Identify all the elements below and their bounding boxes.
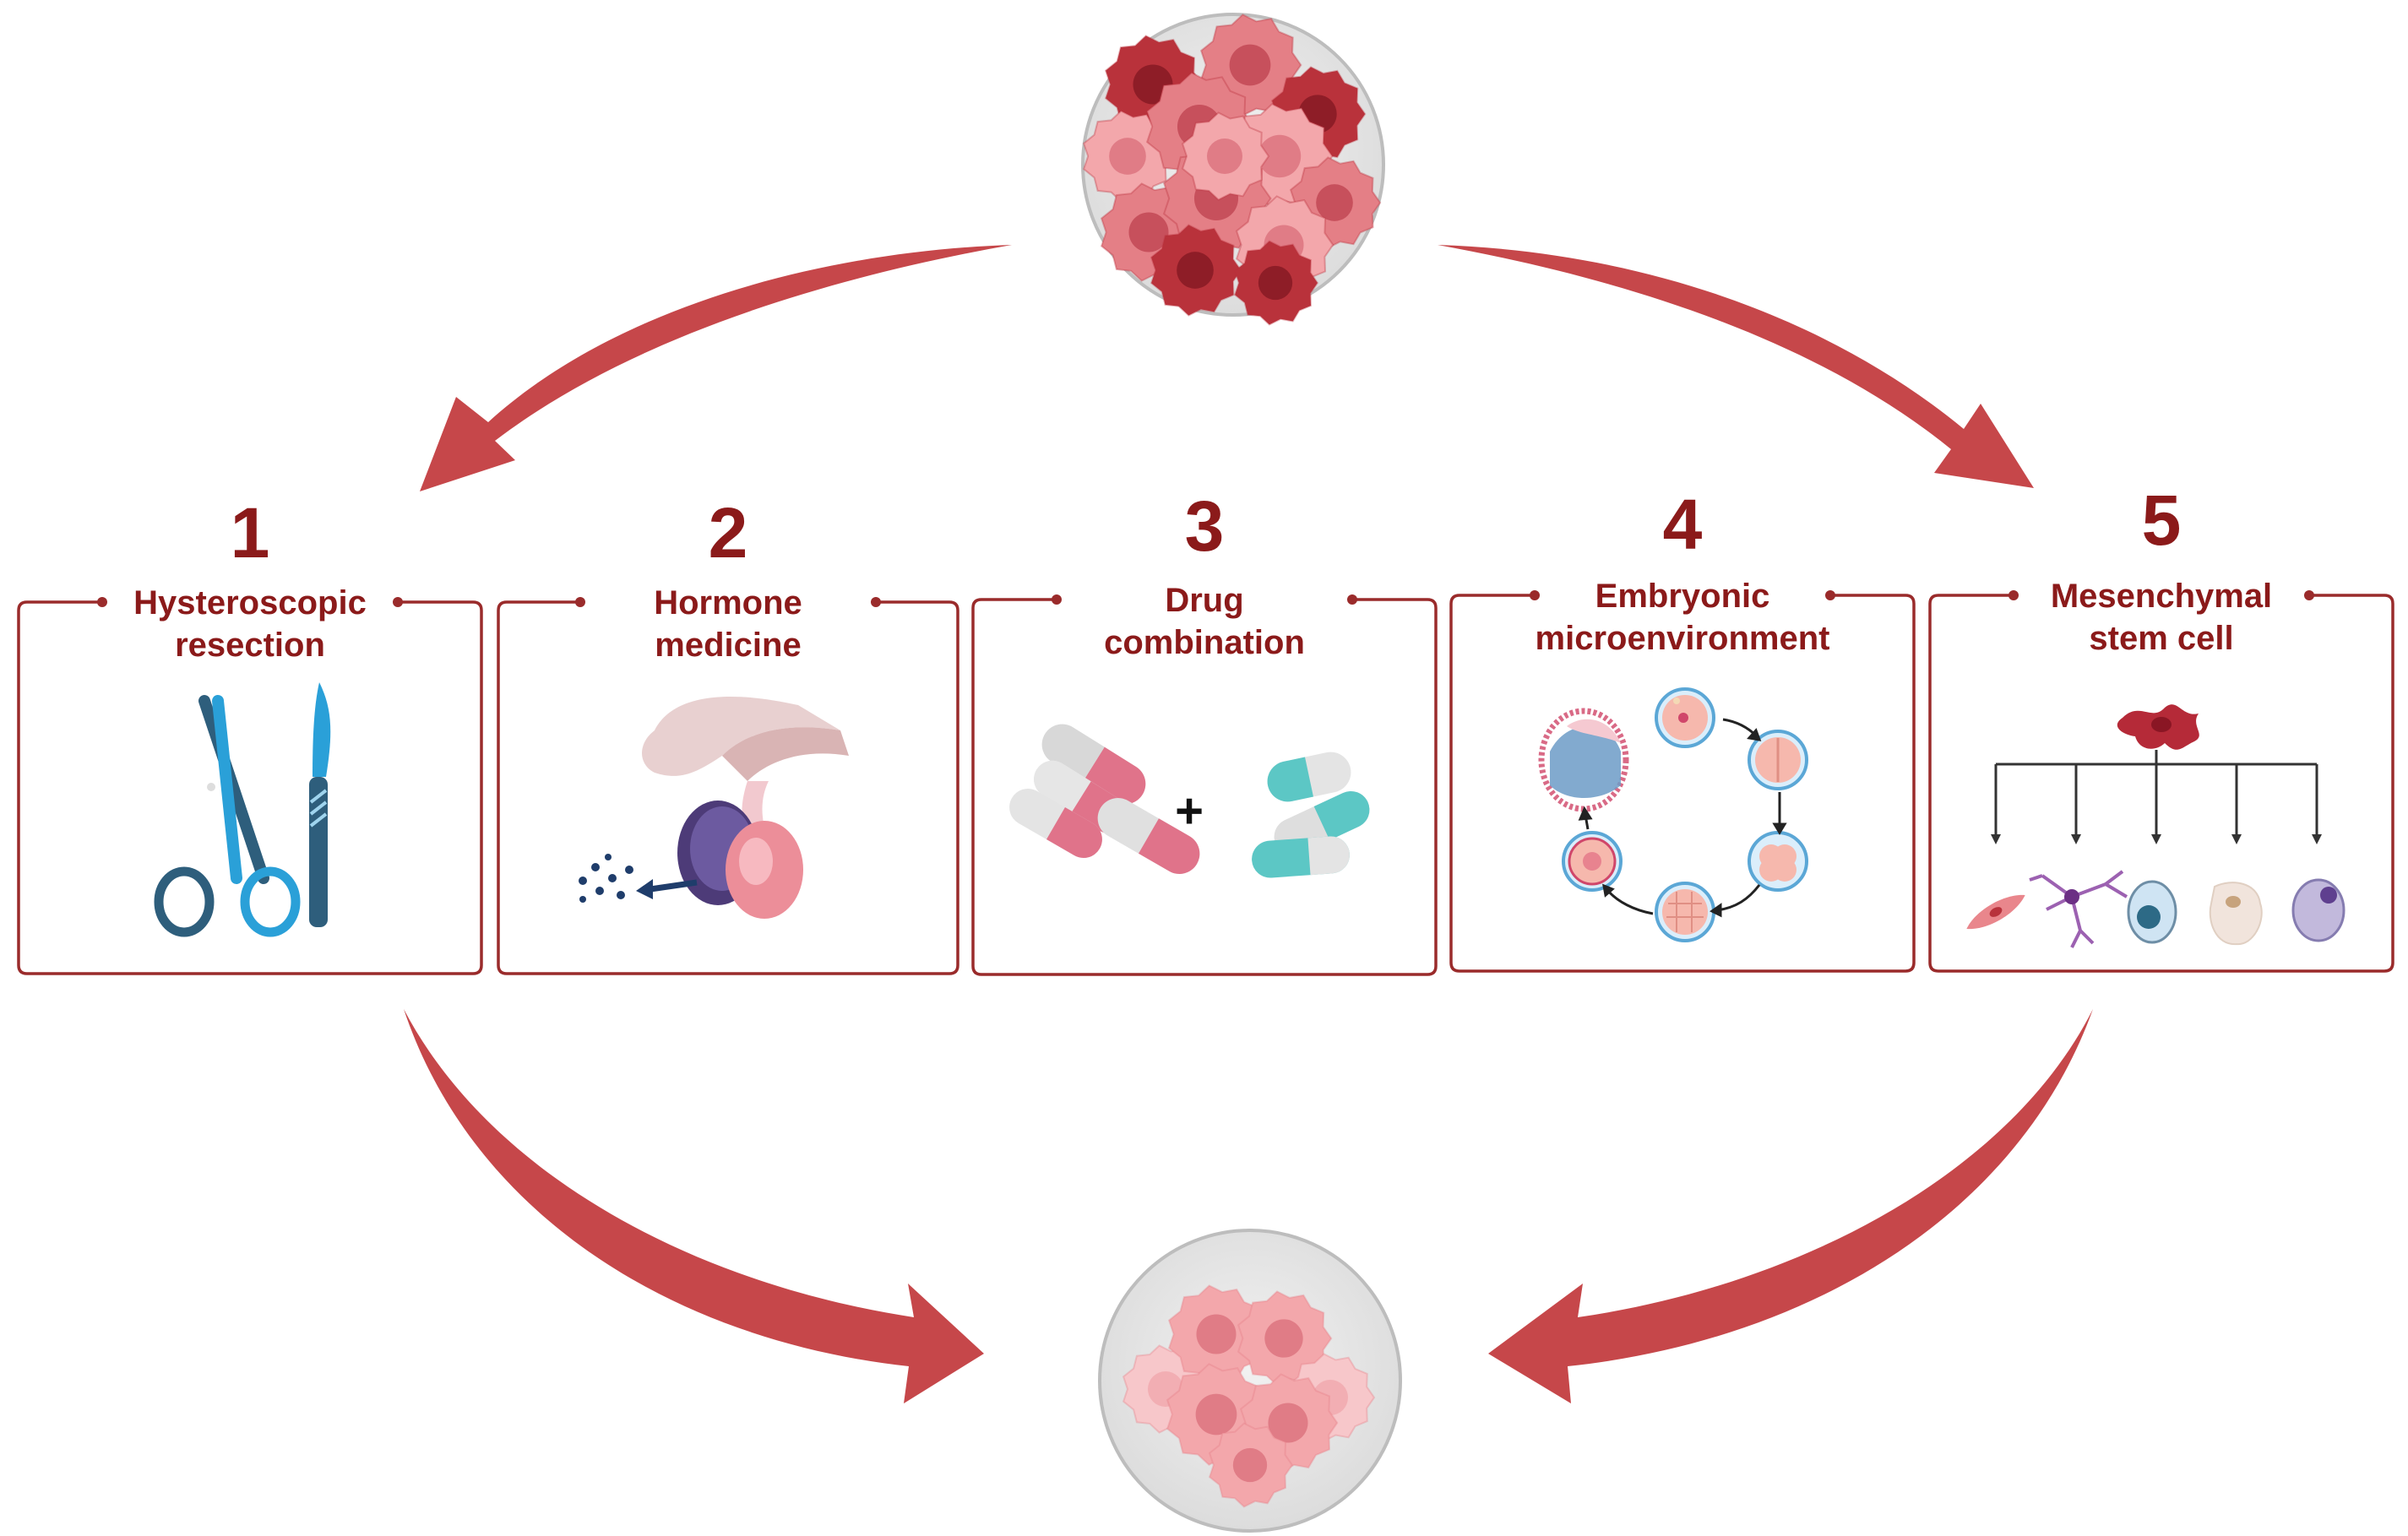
frame-dot-right <box>1347 594 1357 605</box>
arrow-bottom-right <box>1488 1009 2093 1403</box>
flow-arrows <box>404 245 2093 1403</box>
frame-dot-right <box>1825 590 1835 600</box>
cell-cluster-top <box>1081 13 1385 326</box>
panel-number: 2 <box>709 493 748 573</box>
frame-dot-left <box>2008 590 2019 600</box>
cell <box>1181 111 1270 201</box>
panel-title-line-2: combination <box>1104 624 1305 661</box>
embryo-development-cycle-icon <box>1538 687 1808 942</box>
frame-dot-left <box>1530 590 1540 600</box>
panel-title-line-1: Embryonic <box>1595 578 1770 615</box>
panel-frame <box>17 600 483 975</box>
frame-dot-right <box>2304 590 2314 600</box>
frame-dot-right <box>393 597 403 607</box>
stem-cell <box>2127 880 2177 944</box>
panel-title-line-2: microenvironment <box>1536 620 1830 657</box>
blastocyst <box>1538 708 1629 812</box>
pituitary-gland-icon <box>579 697 849 919</box>
panel-frame <box>497 600 959 975</box>
panel-number: 3 <box>1185 486 1225 566</box>
cell <box>1237 1290 1333 1387</box>
panel-title-line-1: Hysteroscopic <box>133 584 367 621</box>
embryo-stage <box>1562 687 1808 942</box>
panel-number: 4 <box>1663 485 1703 564</box>
frame-dot-left <box>97 597 107 607</box>
adipocyte-cell <box>2209 882 2263 946</box>
cell <box>1167 1284 1267 1384</box>
arrow-bottom-left <box>404 1009 984 1403</box>
panel-title-line-1: Mesenchymal <box>2051 578 2272 615</box>
scissors-scalpel-icon <box>154 682 331 937</box>
panel-title-line-1: Hormone <box>654 584 802 621</box>
frame-dot-left <box>1052 594 1062 605</box>
round-cell <box>2291 878 2345 942</box>
muscle-cell <box>1966 894 2025 930</box>
panel-frame <box>1449 594 1916 973</box>
capsules-icon: + <box>1009 724 1370 878</box>
cell <box>1208 1422 1294 1508</box>
plus-sign: + <box>1175 784 1204 839</box>
panel-title-line-2: stem cell <box>2089 620 2233 657</box>
panel-number: 1 <box>231 493 270 573</box>
frame-dot-left <box>575 597 585 607</box>
cell <box>1233 240 1319 326</box>
arrow-top-left <box>420 245 1012 491</box>
panel-title-line-2: resection <box>175 627 325 664</box>
stem-cell-differentiation-icon <box>1966 704 2345 948</box>
panel-frame <box>971 598 1438 976</box>
neuron-cell <box>2029 870 2128 948</box>
panel-frame <box>1928 594 2394 973</box>
arrow-top-right <box>1438 245 2034 488</box>
petri-dish <box>1098 1229 1402 1533</box>
cell <box>1150 224 1242 317</box>
cell-cluster-bottom <box>1098 1229 1402 1533</box>
panel-title-line-1: Drug <box>1165 582 1243 619</box>
panel-number: 5 <box>2142 480 2182 560</box>
panel-title-line-2: medicine <box>655 627 801 664</box>
frame-dot-right <box>871 597 881 607</box>
